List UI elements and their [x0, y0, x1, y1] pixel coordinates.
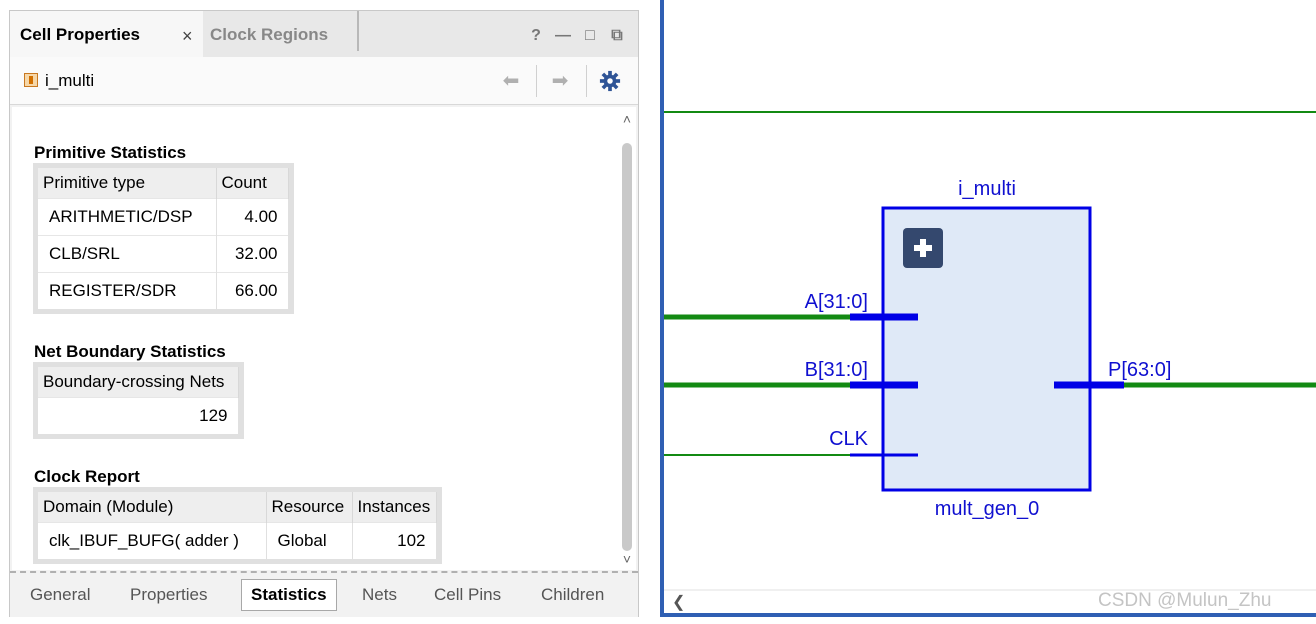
scroll-up-icon[interactable]: ˄ [622, 111, 632, 127]
column-header: Boundary-crossing Nets [38, 367, 239, 397]
table-cell: Global [266, 521, 353, 559]
table-row: CLB/SRL 32.00 [38, 234, 289, 272]
watermark: CSDN @Mulun_Zhu [1098, 590, 1272, 611]
table-cell: ARITHMETIC/DSP [38, 197, 217, 235]
module-name-label: mult_gen_0 [935, 498, 1040, 520]
column-header: Resource [266, 492, 353, 522]
tab-general[interactable]: General [30, 585, 91, 604]
bottom-tab-bar: General Properties Statistics Nets Cell … [10, 571, 638, 617]
expand-button[interactable] [903, 228, 943, 268]
table-cell: clk_IBUF_BUFG( adder ) [38, 521, 267, 559]
column-header: Primitive type [38, 168, 217, 198]
table-row: ARITHMETIC/DSP 4.00 [38, 197, 289, 235]
table-cell: CLB/SRL [38, 234, 217, 272]
table-cell: REGISTER/SDR [38, 271, 217, 309]
tab-nets[interactable]: Nets [362, 585, 397, 604]
arrow-right-icon[interactable]: ➡ [551, 70, 569, 92]
port-label-clk: CLK [829, 428, 869, 450]
tab-cell-properties-label: Cell Properties [20, 25, 140, 44]
tab-statistics[interactable]: Statistics [241, 579, 337, 611]
cell-properties-panel: Cell Properties × Clock Regions ? — □ ⧉ … [9, 10, 639, 617]
help-icon[interactable]: ? [531, 27, 541, 44]
primitive-statistics-title: Primitive Statistics [34, 143, 187, 162]
table-row: clk_IBUF_BUFG( adder ) Global 102 [38, 521, 437, 559]
close-icon[interactable]: × [182, 26, 193, 46]
port-label-a: A[31:0] [805, 291, 868, 313]
schematic-canvas: i_multi A[31:0] B[31:0] CLK P[ [664, 111, 1316, 591]
table-cell: 4.00 [216, 197, 289, 235]
vertical-scrollbar[interactable]: ˄ ˅ [618, 107, 636, 570]
selected-cell-name: i_multi [45, 71, 95, 90]
table-cell: 32.00 [216, 234, 289, 272]
table-row: 129 [38, 396, 239, 434]
instance-name-label: i_multi [958, 178, 1016, 200]
maximize-icon[interactable]: □ [585, 27, 595, 44]
tab-clock-regions[interactable]: Clock Regions [203, 11, 359, 51]
tab-children[interactable]: Children [541, 585, 605, 604]
panel-tab-bar: Cell Properties × Clock Regions ? — □ ⧉ [10, 11, 638, 57]
arrow-left-icon[interactable]: ⬅ [502, 70, 520, 92]
tab-cell-pins[interactable]: Cell Pins [434, 585, 502, 604]
properties-toolbar: i_multi ⬅ ➡ [10, 57, 638, 105]
clock-report-table: Domain (Module) Resource Instances clk_I… [33, 487, 442, 564]
schematic-view[interactable]: i_multi A[31:0] B[31:0] CLK P[ [660, 0, 1316, 617]
tab-clock-regions-label: Clock Regions [210, 25, 329, 44]
table-cell: 102 [352, 521, 437, 559]
scrollbar-thumb[interactable] [622, 143, 632, 551]
scroll-down-icon[interactable]: ˅ [622, 551, 632, 567]
gear-icon[interactable] [598, 69, 622, 93]
table-row: REGISTER/SDR 66.00 [38, 271, 289, 309]
tab-properties[interactable]: Properties [130, 585, 208, 604]
statistics-content: Primitive Statistics Primitive type Coun… [12, 107, 636, 570]
clock-report-title: Clock Report [34, 467, 140, 486]
net-boundary-statistics-title: Net Boundary Statistics [34, 342, 226, 361]
minimize-icon[interactable]: — [555, 27, 571, 44]
cell-icon [24, 73, 38, 87]
column-header: Count [216, 168, 289, 198]
column-header: Instances [352, 492, 437, 522]
toolbar-separator [536, 65, 537, 97]
table-cell: 66.00 [216, 271, 289, 309]
scroll-left-icon[interactable]: ❮ [672, 594, 686, 611]
float-icon[interactable]: ⧉ [611, 27, 623, 44]
toolbar-separator [586, 65, 587, 97]
tab-cell-properties[interactable]: Cell Properties × [10, 11, 203, 57]
column-header: Domain (Module) [38, 492, 267, 522]
net-boundary-table: Boundary-crossing Nets 129 [33, 362, 244, 439]
port-label-p: P[63:0] [1108, 359, 1171, 381]
primitive-statistics-table: Primitive type Count ARITHMETIC/DSP 4.00… [33, 163, 294, 314]
table-cell: 129 [38, 396, 239, 434]
port-label-b: B[31:0] [805, 359, 868, 381]
